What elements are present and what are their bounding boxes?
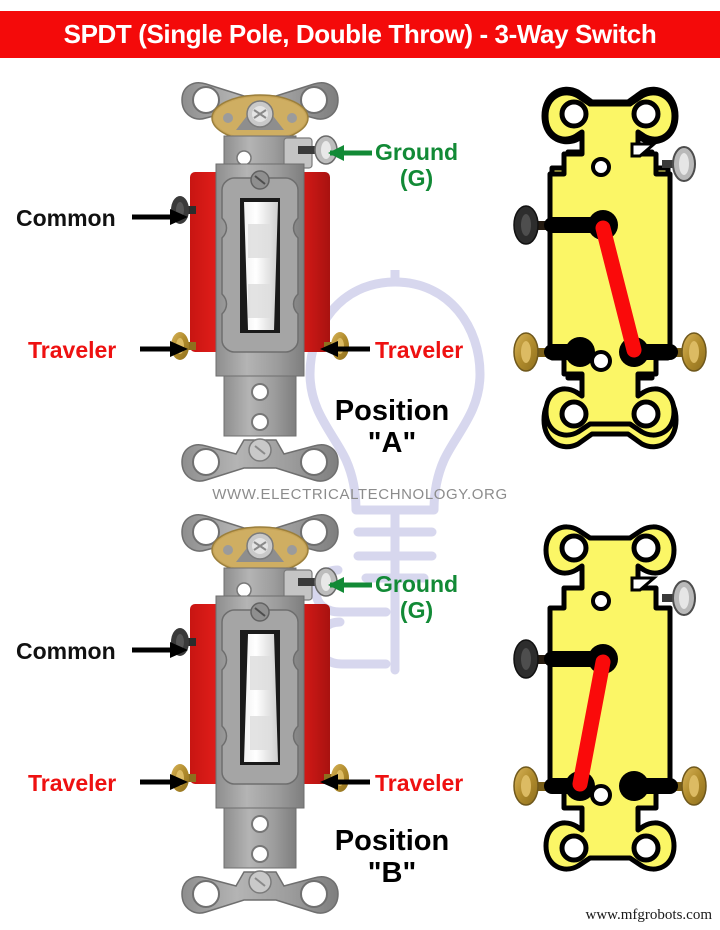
mounting-strap-bottom-b bbox=[181, 870, 339, 914]
ground-screw-schematic-a bbox=[662, 146, 696, 182]
mount-hole-bottom-right-a bbox=[631, 399, 661, 429]
watermark-url: WWW.ELECTRICALTECHNOLOGY.ORG bbox=[212, 486, 508, 503]
traveler-right-arrow-b bbox=[320, 774, 370, 790]
position-label-a: Position "A" bbox=[334, 395, 450, 460]
traveler-right-arrow-a bbox=[320, 341, 370, 357]
common-label-b: Common bbox=[16, 638, 116, 664]
switch-faceplate-b bbox=[215, 595, 305, 869]
traveler-left-label-b: Traveler bbox=[28, 770, 117, 796]
mount-hole-top-right-b bbox=[631, 533, 661, 563]
switch-blade-b bbox=[572, 654, 611, 792]
screw-hole-upper-a bbox=[591, 157, 611, 177]
page-title-banner: SPDT (Single Pole, Double Throw) - 3-Way… bbox=[0, 11, 720, 58]
ground-arrow-a bbox=[328, 145, 372, 161]
ground-screw-photo-a bbox=[283, 135, 338, 169]
traveler-right-label-a: Traveler bbox=[375, 337, 464, 363]
common-arrow-b bbox=[132, 642, 188, 658]
screw-hole-upper-b bbox=[591, 591, 611, 611]
switch-photo-b bbox=[171, 514, 349, 914]
node-traveler-left-a bbox=[565, 337, 595, 367]
mounting-strap-top-b bbox=[181, 514, 339, 607]
mount-hole-top-left-a bbox=[559, 99, 589, 129]
common-terminal-schematic-a bbox=[513, 205, 556, 245]
ground-label-a: Ground (G) bbox=[375, 139, 459, 191]
mount-hole-top-right-a bbox=[631, 99, 661, 129]
ground-screw-photo-b bbox=[283, 567, 338, 601]
common-arrow-a bbox=[132, 209, 188, 225]
switch-photo-a bbox=[171, 82, 349, 482]
ground-arrow-b bbox=[328, 577, 372, 593]
traveler-left-arrow-b bbox=[140, 774, 188, 790]
position-label-b: Position "B" bbox=[334, 825, 450, 890]
ground-label-b: Ground (G) bbox=[375, 571, 459, 623]
switch-schematic-b bbox=[513, 524, 707, 872]
traveler-left-terminal-schematic-a bbox=[513, 332, 556, 372]
switch-blade-a bbox=[595, 220, 642, 358]
mount-hole-bottom-left-b bbox=[559, 833, 589, 863]
switch-faceplate-a bbox=[215, 163, 305, 437]
mounting-strap-bottom-a bbox=[181, 438, 339, 482]
common-label-a: Common bbox=[16, 205, 116, 231]
footer-url: www.mfgrobots.com bbox=[585, 907, 712, 923]
traveler-right-label-b: Traveler bbox=[375, 770, 464, 796]
mount-hole-bottom-left-a bbox=[559, 399, 589, 429]
traveler-left-label-a: Traveler bbox=[28, 337, 117, 363]
traveler-left-terminal-schematic-b bbox=[513, 766, 556, 806]
page-title: SPDT (Single Pole, Double Throw) - 3-Way… bbox=[63, 19, 657, 49]
mounting-strap-top bbox=[181, 82, 339, 175]
mount-hole-bottom-right-b bbox=[631, 833, 661, 863]
mount-hole-top-left-b bbox=[559, 533, 589, 563]
traveler-left-arrow-a bbox=[140, 341, 188, 357]
common-terminal-schematic-b bbox=[513, 639, 556, 679]
ground-screw-schematic-b bbox=[662, 580, 696, 616]
switch-schematic-a bbox=[513, 86, 707, 450]
node-traveler-right-b bbox=[619, 771, 649, 801]
